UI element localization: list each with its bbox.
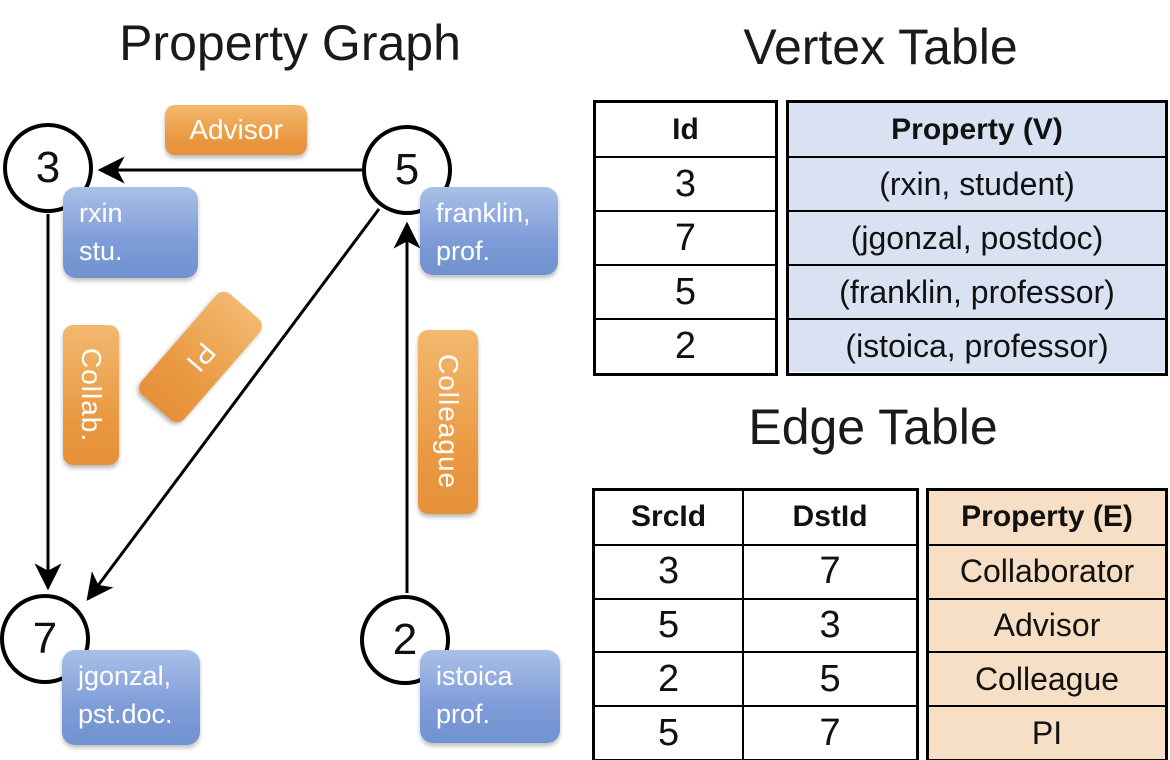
vertex-label-istoica: istoica prof. — [420, 650, 560, 743]
edge-row-dstid: 5 — [744, 651, 916, 705]
vertex-label-jgonzal: jgonzal, pst.doc. — [62, 650, 200, 745]
edge-label-advisor: Advisor — [165, 105, 307, 155]
vertex-row-id: 5 — [596, 264, 775, 318]
edge-row-dstid: 7 — [744, 543, 916, 598]
edge-table-property-column: Property (E) Collaborator Advisor Collea… — [926, 488, 1168, 760]
edge-row-srcid: 5 — [595, 597, 743, 652]
edge-label-colleague: Colleague — [418, 330, 478, 514]
vertex-label-line1: rxin — [79, 198, 123, 228]
edge-row-srcid: 5 — [595, 705, 743, 759]
edge-row-property: Collaborator — [929, 543, 1165, 598]
edge-row-property: PI — [929, 705, 1165, 759]
vertex-label-line2: stu. — [79, 235, 123, 266]
edge-row-dstid: 7 — [744, 705, 916, 759]
node-id-label: 2 — [392, 615, 418, 664]
edge-row-srcid: 2 — [595, 651, 743, 705]
vertex-label-line1: jgonzal, — [78, 661, 172, 691]
vertex-table-property-column: Property (V) (rxin, student) (jgonzal, p… — [786, 100, 1168, 376]
vertex-label-line2: prof. — [436, 698, 491, 729]
vertex-table-header-property: Property (V) — [789, 103, 1165, 156]
vertex-row-id: 2 — [596, 318, 775, 372]
node-id-label: 7 — [32, 614, 58, 663]
vertex-row-id: 7 — [596, 210, 775, 264]
vertex-label-line2: pst.doc. — [78, 698, 173, 729]
vertex-label-franklin: franklin, prof. — [420, 187, 558, 275]
vertex-label-line1: franklin, — [436, 198, 531, 228]
edge-row-srcid: 3 — [595, 543, 743, 598]
node-id-label: 3 — [35, 143, 61, 192]
vertex-label-line2: prof. — [436, 235, 491, 266]
vertex-table-id-column: Id 3 7 5 2 — [593, 100, 778, 376]
edge-table-dstid-column: DstId 7 3 5 7 — [742, 491, 916, 759]
graph-node-5: 5 — [362, 125, 452, 215]
edge-label-pi: PI — [135, 287, 266, 427]
edge-label-text: Colleague — [433, 354, 464, 490]
vertex-row-property: (rxin, student) — [789, 156, 1165, 210]
edge-table-header-dstid: DstId — [792, 500, 868, 534]
edge-label-text: Advisor — [189, 114, 283, 145]
vertex-table-title: Vertex Table — [743, 19, 1018, 75]
edge-label-text: Collab. — [76, 347, 107, 443]
edge-label-collab: Collab. — [63, 325, 119, 465]
vertex-label-rxin: rxin stu. — [63, 187, 198, 278]
graph-node-3: 3 — [3, 123, 93, 213]
edge-table-srcid-column: SrcId 3 5 2 5 — [595, 491, 743, 759]
edge-row-property: Colleague — [929, 651, 1165, 706]
edge-label-text: PI — [179, 336, 222, 379]
node-id-label: 5 — [394, 145, 420, 194]
property-graph-title: Property Graph — [119, 15, 461, 71]
vertex-row-id: 3 — [596, 156, 775, 210]
edge-row-dstid: 3 — [744, 597, 916, 652]
vertex-row-property: (jgonzal, postdoc) — [789, 210, 1165, 264]
vertex-table-header-id: Id — [672, 112, 699, 146]
vertex-label-line1: istoica — [436, 661, 513, 691]
vertex-row-property: (franklin, professor) — [789, 264, 1165, 318]
edge-table-title: Edge Table — [748, 399, 998, 455]
vertex-row-property: (istoica, professor) — [789, 318, 1165, 372]
edge-row-property: Advisor — [929, 597, 1165, 652]
edge-table-ids-block: SrcId 3 5 2 5 DstId 7 3 5 7 — [592, 488, 919, 760]
edge-table-header-property: Property (E) — [929, 491, 1165, 544]
edge-table-header-srcid: SrcId — [631, 500, 707, 534]
